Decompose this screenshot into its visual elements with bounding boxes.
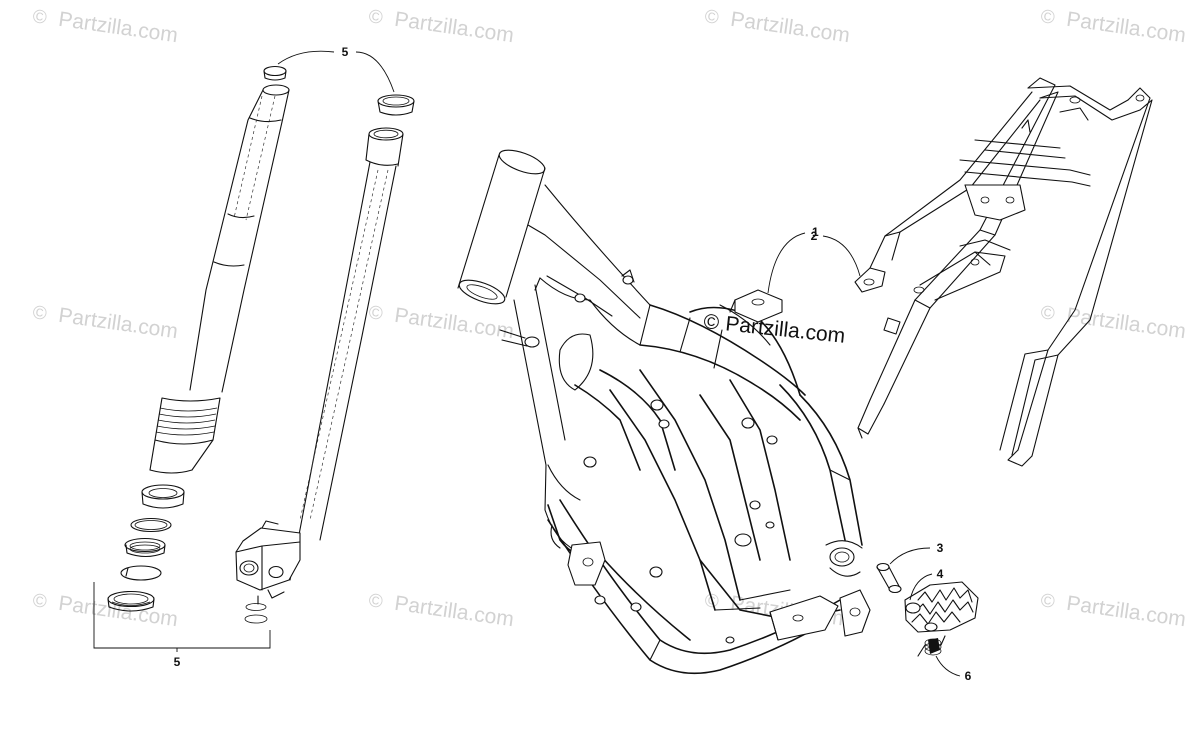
svg-text:Partzilla.com: Partzilla.com [393,592,515,632]
watermark-layer: © Partzilla.com © Partzilla.com © Partzi… [31,6,1187,632]
watermark: © Partzilla.com [367,302,515,344]
watermark: © Partzilla.com [1039,6,1187,48]
svg-text:Partzilla.com: Partzilla.com [57,304,179,344]
callout-label: 6 [965,669,972,683]
svg-text:©: © [1039,302,1056,325]
fork-tube-right [235,94,415,624]
callout-2: 2 [811,229,861,277]
svg-text:©: © [367,6,384,29]
brand-text: Partzilla.com [724,312,846,347]
callout-6: 6 [935,655,972,683]
watermark: © Partzilla.com [1039,590,1187,632]
svg-text:Partzilla.com: Partzilla.com [393,304,515,344]
callout-label: 2 [811,229,818,243]
brand-copyright: © [702,310,720,335]
callout-label: 1 [812,225,819,239]
svg-text:Partzilla.com: Partzilla.com [729,8,851,48]
watermark: © Partzilla.com [31,6,179,48]
subframe [854,77,1153,467]
callout-3: 3 [889,541,944,565]
svg-text:©: © [31,590,48,613]
footpeg [904,581,979,633]
svg-text:©: © [703,6,720,29]
callout-1: 1 [767,225,819,294]
svg-text:©: © [31,302,48,325]
callout-label: 3 [937,541,944,555]
watermark: © Partzilla.com [703,6,851,48]
fork-seal-stack [107,484,185,612]
watermark: © Partzilla.com [31,302,179,344]
svg-text:Partzilla.com: Partzilla.com [1065,592,1187,632]
svg-text:©: © [367,590,384,613]
svg-text:©: © [1039,6,1056,29]
svg-text:Partzilla.com: Partzilla.com [393,8,515,48]
svg-text:Partzilla.com: Partzilla.com [1065,8,1187,48]
watermark: © Partzilla.com [1039,302,1187,344]
watermark: © Partzilla.com [367,590,515,632]
fork-tube-left [149,65,290,474]
watermark: © Partzilla.com [31,590,179,631]
svg-text:©: © [31,6,48,29]
callout-5-bottom: 5 [93,582,271,669]
svg-text:Partzilla.com: Partzilla.com [57,8,179,48]
callout-label: 5 [174,655,181,669]
svg-text:©: © [1039,590,1056,613]
callout-label: 5 [342,45,349,59]
callout-4: 4 [909,567,944,601]
main-frame [457,149,871,675]
callout-label: 4 [937,567,944,581]
svg-text:©: © [367,302,384,325]
svg-text:Partzilla.com: Partzilla.com [1065,304,1187,344]
footpeg-spring [917,635,946,657]
callout-5-top: 5 [277,45,395,93]
watermark: © Partzilla.com [367,6,515,48]
footpeg-pin [876,562,902,594]
